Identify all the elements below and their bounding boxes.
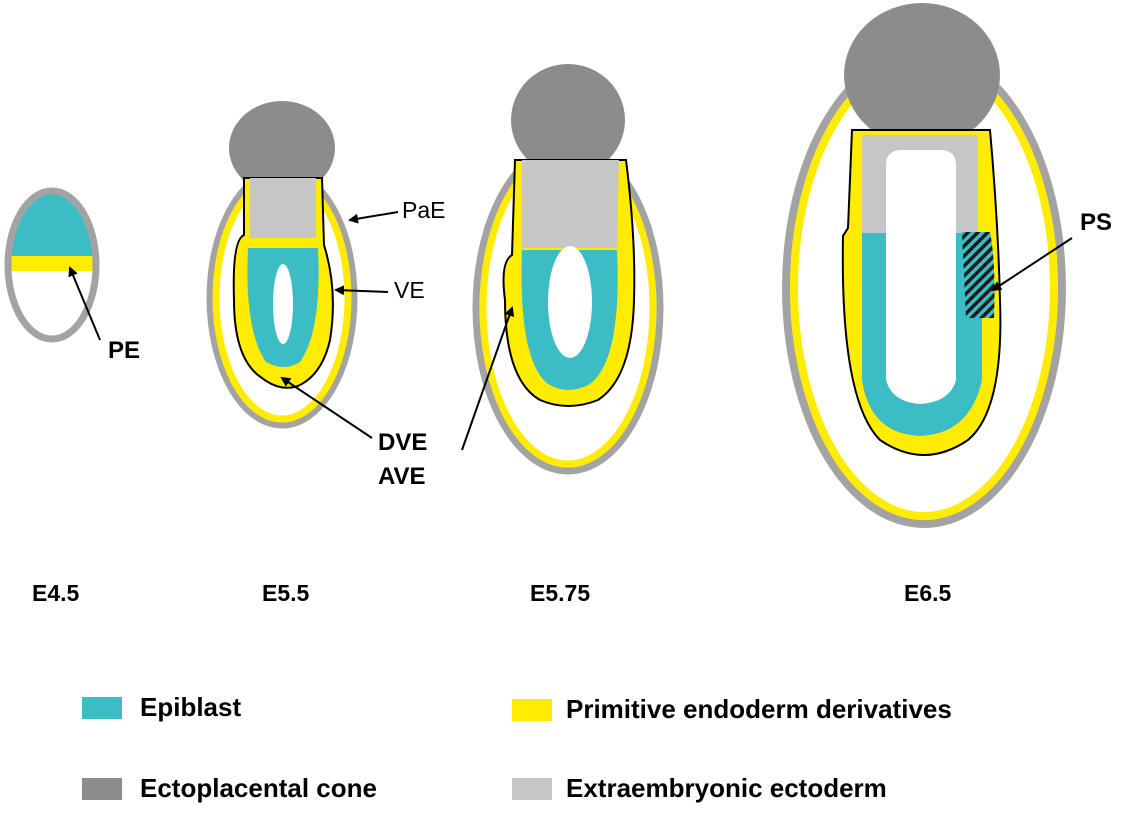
stage-label-e6-5: E6.5 [904, 580, 952, 606]
legend-label-epiblast: Epiblast [140, 692, 241, 722]
pe-label: PE [108, 337, 140, 364]
e6-5-ectoplacental-cone [844, 3, 1000, 147]
legend-label-primitive-endoderm: Primitive endoderm derivatives [566, 694, 952, 724]
ps-label: PS [1080, 209, 1112, 236]
e5-75-extraembryonic-ectoderm [522, 160, 619, 248]
embryo-e5-5 [210, 101, 354, 425]
stage-label-e4-5: E4.5 [32, 580, 80, 606]
embryo-e5-75 [476, 64, 660, 471]
e5-5-proamniotic-cavity [273, 264, 293, 344]
legend-swatch-extraembryonic-ectoderm [512, 778, 552, 800]
legend-swatch-epiblast [82, 697, 122, 719]
legend: Epiblast Primitive endoderm derivatives … [82, 692, 952, 803]
pae-label: PaE [402, 197, 445, 223]
e5-5-extraembryonic-ectoderm [250, 178, 316, 238]
e5-75-proamniotic-cavity [548, 246, 592, 358]
pae-arrow [350, 212, 398, 220]
embryo-e6-5 [786, 3, 1062, 524]
e4-5-primitive-endoderm [8, 256, 96, 271]
e6-5-primitive-streak [962, 232, 995, 318]
ve-arrow [336, 290, 388, 292]
e6-5-proamniotic-cavity [886, 150, 956, 404]
dve-label: DVE [378, 429, 427, 456]
legend-swatch-ectoplacental-cone [82, 778, 122, 800]
legend-label-ectoplacental-cone: Ectoplacental cone [140, 773, 377, 803]
ve-label: VE [394, 277, 425, 303]
embryo-e4-5 [8, 191, 96, 339]
stage-label-e5-5: E5.5 [262, 580, 310, 606]
ave-label: AVE [378, 463, 426, 490]
legend-label-extraembryonic-ectoderm: Extraembryonic ectoderm [566, 773, 887, 803]
stage-label-e5-75: E5.75 [530, 580, 590, 606]
legend-swatch-primitive-endoderm [512, 699, 552, 721]
